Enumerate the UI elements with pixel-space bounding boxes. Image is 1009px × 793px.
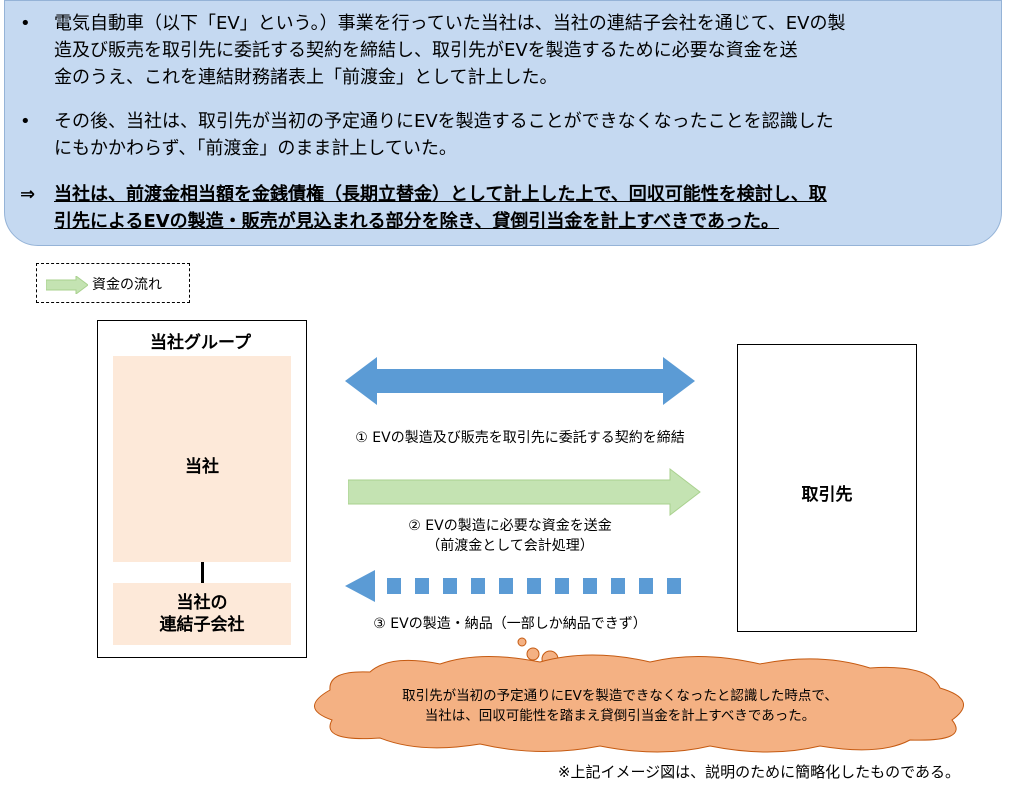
flow-3-label: ③ EVの製造・納品（一部しか納品できず） [373,616,647,632]
conclusion-line-1: 当社は、前渡金相当額を金銭債権（長期立替金）として計上した上で、回収可能性を検討… [54,184,827,205]
flow-2-label-line-1: ② EVの製造に必要な資金を送金 [408,518,612,534]
bullet-mark: • [20,13,31,34]
bullet-2-line-2: にもかかわらず、「前渡金」のまま計上していた。 [54,138,457,159]
subsidiary-label: 当社の 連結子会社 [113,592,291,636]
callout-line-2: 当社は、回収可能性を踏まえ貸倒引当金を計上すべきであった。 [424,708,816,724]
legend-box [36,263,190,303]
subsidiary-label-line-2: 連結子会社 [159,615,245,635]
bullet-2-line-1: その後、当社は、取引先が当初の予定通りにEVを製造することができなくなったことを… [54,111,834,132]
conclusion-line-2: 引先によるEVの製造・販売が見込まれる部分を除き、貸倒引当金を計上すべきであった… [54,211,779,232]
callout-text: 取引先が当初の予定通りにEVを製造できなくなったと認識した時点で、 当社は、回収… [300,686,940,726]
bullet-mark: • [20,111,31,132]
callout-line-1: 取引先が当初の予定通りにEVを製造できなくなったと認識した時点で、 [402,688,838,704]
company-label: 当社 [185,457,219,477]
subsidiary-label-line-1: 当社の [176,593,228,613]
bullet-1-line-1: 電気自動車（以下「EV」という。）事業を行っていた当社は、当社の連結子会社を通じ… [54,13,846,34]
bullet-1-line-2: 造及び販売を取引先に委託する契約を締結し、取引先がEVを製造するために必要な資金… [54,40,798,61]
subsidiary-box [113,583,291,645]
arrow-mark: ⇒ [20,184,36,205]
flow-2-label-line-2: （前渡金として会計処理） [426,538,594,554]
group-title: 当社グループ [150,333,251,353]
dashed-return-arrow-icon [345,570,681,602]
callout-cloud [314,637,964,753]
connector-line [201,562,204,583]
summary-box [4,0,1002,246]
partner-box [737,344,917,632]
green-arrow-icon [348,467,701,517]
double-arrow-icon [345,357,695,405]
bullet-1-line-3: 金のうえ、これを連結財務諸表上「前渡金」として計上した。 [54,67,558,88]
footnote: ※上記イメージ図は、説明のために簡略化したものである。 [557,763,960,781]
legend-arrow-icon [46,276,88,294]
flow-1-label: ① EVの製造及び販売を取引先に委託する契約を締結 [355,430,685,446]
flow-2-label: ② EVの製造に必要な資金を送金 （前渡金として会計処理） [330,516,690,556]
company-box [113,356,291,562]
partner-label: 取引先 [801,485,853,505]
legend-label: 資金の流れ [92,277,162,293]
